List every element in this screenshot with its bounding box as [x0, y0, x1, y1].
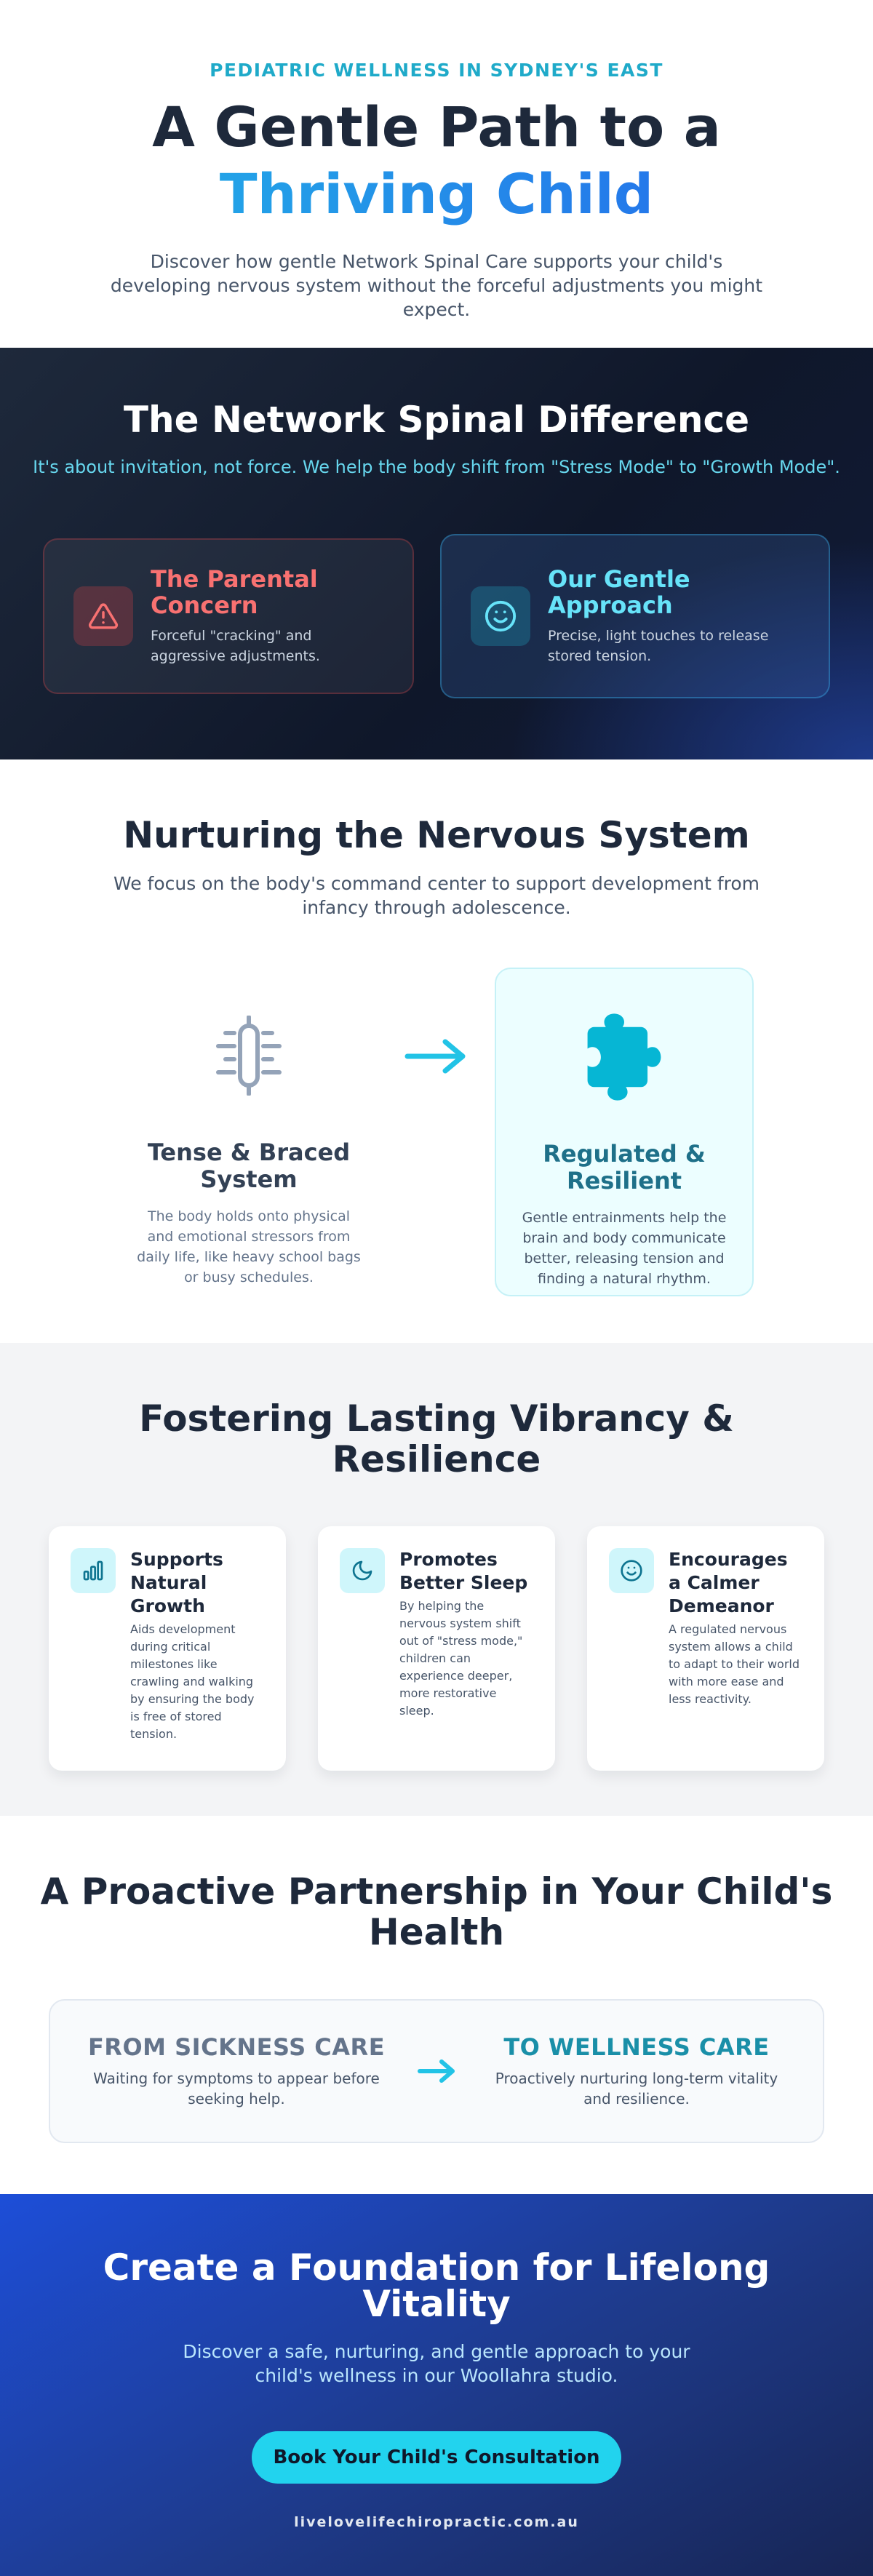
- difference-subtitle: It's about invitation, not force. We hel…: [33, 457, 840, 477]
- difference-cards: The Parental Concern Forceful "cracking"…: [0, 534, 873, 698]
- gentle-approach-card: Our Gentle Approach Precise, light touch…: [440, 534, 830, 698]
- wellness-care-description: Proactively nurturing long-term vitality…: [495, 2070, 778, 2108]
- bar-chart-icon: [71, 1548, 116, 1593]
- sickness-care-title: FROM SICKNESS CARE: [87, 2033, 386, 2061]
- website-link[interactable]: livelovelifechiropractic.com.au: [294, 2514, 579, 2530]
- nervous-system-subtitle: We focus on the body's command center to…: [113, 873, 760, 918]
- feature-growth-text: Supports Natural Growth Aids development…: [130, 1548, 264, 1771]
- gentle-approach-description: Precise, light touches to release stored…: [548, 628, 769, 664]
- feature-sleep-title: Promotes Better Sleep: [399, 1549, 528, 1593]
- puzzle-piece-icon: [496, 1010, 752, 1104]
- difference-section: The Network Spinal Difference It's about…: [0, 348, 873, 759]
- parental-concern-card: The Parental Concern Forceful "cracking"…: [43, 538, 414, 694]
- warning-triangle-icon: [73, 586, 133, 646]
- tense-system-panel: Tense & Braced System The body holds ont…: [119, 968, 378, 1296]
- wellness-care-block: TO WELLNESS CARE Proactively nurturing l…: [480, 2033, 793, 2109]
- smile-icon: [609, 1548, 654, 1593]
- difference-title: The Network Spinal Difference: [123, 399, 750, 441]
- vibrancy-section: Fostering Lasting Vibrancy & Resilience …: [0, 1343, 873, 1816]
- moon-icon: [340, 1548, 385, 1593]
- tense-spine-icon: [119, 1008, 378, 1103]
- feature-card-growth: Supports Natural Growth Aids development…: [49, 1526, 286, 1771]
- hero-title-line1: A Gentle Path to a: [152, 95, 721, 159]
- tense-system-description: The body holds onto physical and emotion…: [137, 1208, 361, 1285]
- hero-section: PEDIATRIC WELLNESS IN SYDNEY'S EAST A Ge…: [0, 0, 873, 348]
- feature-sleep-text: Promotes Better Sleep By helping the ner…: [399, 1548, 533, 1771]
- book-consultation-button[interactable]: Book Your Child's Consultation: [252, 2431, 621, 2484]
- regulated-system-title: Regulated & Resilient: [543, 1140, 706, 1195]
- hero-title: A Gentle Path to a Thriving Child: [0, 94, 873, 228]
- cta-section: Create a Foundation for Lifelong Vitalit…: [0, 2194, 873, 2576]
- hero-eyebrow: PEDIATRIC WELLNESS IN SYDNEY'S EAST: [210, 60, 663, 81]
- regulated-system-description: Gentle entrainments help the brain and b…: [522, 1210, 727, 1287]
- parental-concern-description: Forceful "cracking" and aggressive adjus…: [151, 628, 320, 664]
- gentle-approach-text: Our Gentle Approach Precise, light touch…: [548, 566, 800, 666]
- tense-system-title: Tense & Braced System: [147, 1139, 351, 1193]
- vibrancy-title: Fostering Lasting Vibrancy & Resilience: [139, 1397, 734, 1480]
- arrow-right-icon: [393, 2058, 480, 2084]
- sickness-care-block: FROM SICKNESS CARE Waiting for symptoms …: [80, 2033, 393, 2109]
- feature-sleep-description: By helping the nervous system shift out …: [399, 1599, 523, 1718]
- nervous-system-title: Nurturing the Nervous System: [123, 814, 750, 856]
- cta-title: Create a Foundation for Lifelong Vitalit…: [103, 2246, 770, 2325]
- parental-concern-text: The Parental Concern Forceful "cracking"…: [151, 566, 383, 666]
- wellness-care-title: TO WELLNESS CARE: [503, 2033, 770, 2061]
- sickness-care-description: Waiting for symptoms to appear before se…: [93, 2070, 380, 2108]
- feature-growth-description: Aids development during critical milesto…: [130, 1622, 255, 1741]
- care-shift-box: FROM SICKNESS CARE Waiting for symptoms …: [49, 1999, 824, 2143]
- parental-concern-title: The Parental Concern: [151, 565, 318, 619]
- state-comparison: Tense & Braced System The body holds ont…: [0, 968, 873, 1302]
- hero-title-highlight: Thriving Child: [0, 161, 873, 228]
- feature-cards: Supports Natural Growth Aids development…: [0, 1526, 873, 1771]
- feature-growth-title: Supports Natural Growth: [130, 1549, 223, 1616]
- feature-calm-description: A regulated nervous system allows a chil…: [669, 1622, 800, 1706]
- arrow-right-icon: [404, 1037, 467, 1078]
- partnership-section: A Proactive Partnership in Your Child's …: [0, 1816, 873, 2194]
- feature-card-sleep: Promotes Better Sleep By helping the ner…: [318, 1526, 555, 1771]
- gentle-approach-title: Our Gentle Approach: [548, 565, 690, 619]
- feature-calm-title: Encourages a Calmer Demeanor: [669, 1549, 788, 1616]
- cta-subtitle: Discover a safe, nurturing, and gentle a…: [183, 2341, 690, 2386]
- nervous-system-section: Nurturing the Nervous System We focus on…: [0, 759, 873, 1343]
- regulated-system-panel: Regulated & Resilient Gentle entrainment…: [495, 968, 754, 1296]
- hero-subtitle: Discover how gentle Network Spinal Care …: [110, 251, 763, 320]
- feature-card-calm: Encourages a Calmer Demeanor A regulated…: [587, 1526, 824, 1771]
- partnership-title: A Proactive Partnership in Your Child's …: [40, 1870, 833, 1953]
- feature-calm-text: Encourages a Calmer Demeanor A regulated…: [669, 1548, 802, 1771]
- smile-icon: [471, 586, 530, 646]
